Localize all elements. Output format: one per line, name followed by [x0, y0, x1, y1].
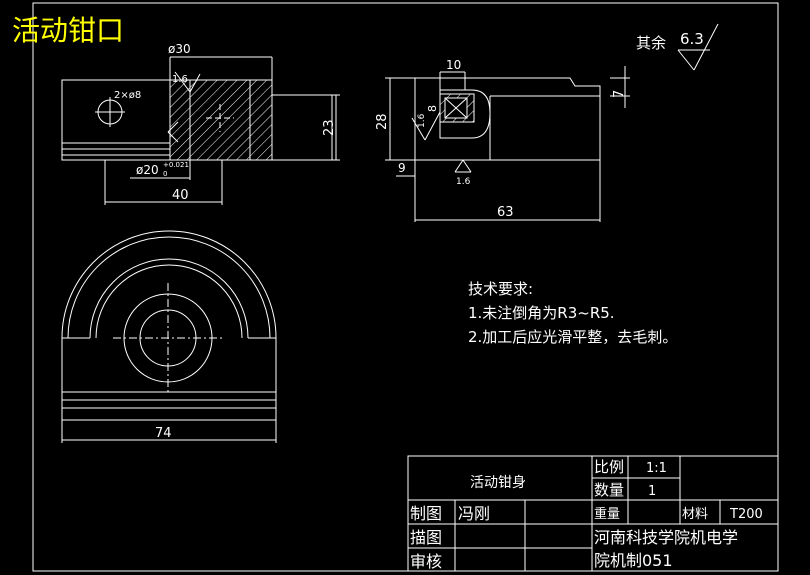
tech-heading: 技术要求: — [468, 280, 533, 298]
dim-w74: 74 — [155, 426, 172, 441]
dim-tol-lower: 0 — [163, 170, 167, 178]
dim-h7: 7 — [612, 90, 627, 98]
tech-item-1: 1.未注倒角为R3~R5. — [468, 304, 615, 322]
dim-tol-upper: +0.021 — [163, 161, 189, 169]
title-block — [407, 455, 779, 572]
title-school-line2: 院机制051 — [594, 551, 673, 570]
title-school-line1: 河南科技学院机电学 — [594, 528, 738, 547]
dim-h23: 23 — [322, 119, 337, 136]
title-checked-label: 审核 — [410, 552, 442, 571]
dim-d30: ø30 — [168, 42, 191, 56]
roughness-side-bottom: 1.6 — [456, 177, 471, 187]
title-scale-label: 比例 — [594, 458, 624, 476]
title-weight-label: 重量 — [594, 506, 620, 522]
title-drawn-value: 冯刚 — [458, 504, 490, 523]
dim-h28: 28 — [375, 113, 390, 130]
roughness-front: 1.6 — [172, 74, 188, 85]
title-material-value: T200 — [729, 507, 763, 522]
title-qty-value: 1 — [648, 484, 656, 499]
title-scale-value: 1:1 — [646, 461, 667, 476]
roughness-main-symbol — [677, 23, 719, 71]
dim-d20: ø20 — [136, 163, 159, 177]
drawing-frame — [32, 2, 779, 572]
title-qty-label: 数量 — [594, 481, 624, 499]
tech-item-2: 2.加工后应光滑平整，去毛刺。 — [468, 328, 677, 346]
title-part-name: 活动钳身 — [470, 475, 526, 491]
dim-h8: 8 — [426, 105, 439, 112]
dim-holes: 2×ø8 — [114, 90, 141, 101]
dim-w63: 63 — [497, 205, 514, 220]
dim-h9: 9 — [398, 161, 406, 175]
title-traced-label: 描图 — [410, 528, 442, 547]
roughness-main-value: 6.3 — [680, 30, 704, 48]
top-view — [61, 230, 277, 443]
dim-w40: 40 — [172, 188, 189, 203]
front-view — [61, 56, 340, 205]
drawing-title: 活动钳口 — [12, 14, 124, 47]
dim-w10: 10 — [446, 58, 461, 72]
title-drawn-label: 制图 — [410, 504, 442, 523]
side-view — [385, 66, 630, 222]
title-material-label: 材料 — [682, 507, 708, 522]
roughness-side-left: 1.6 — [417, 113, 427, 128]
surface-other-label: 其余 — [636, 34, 666, 52]
